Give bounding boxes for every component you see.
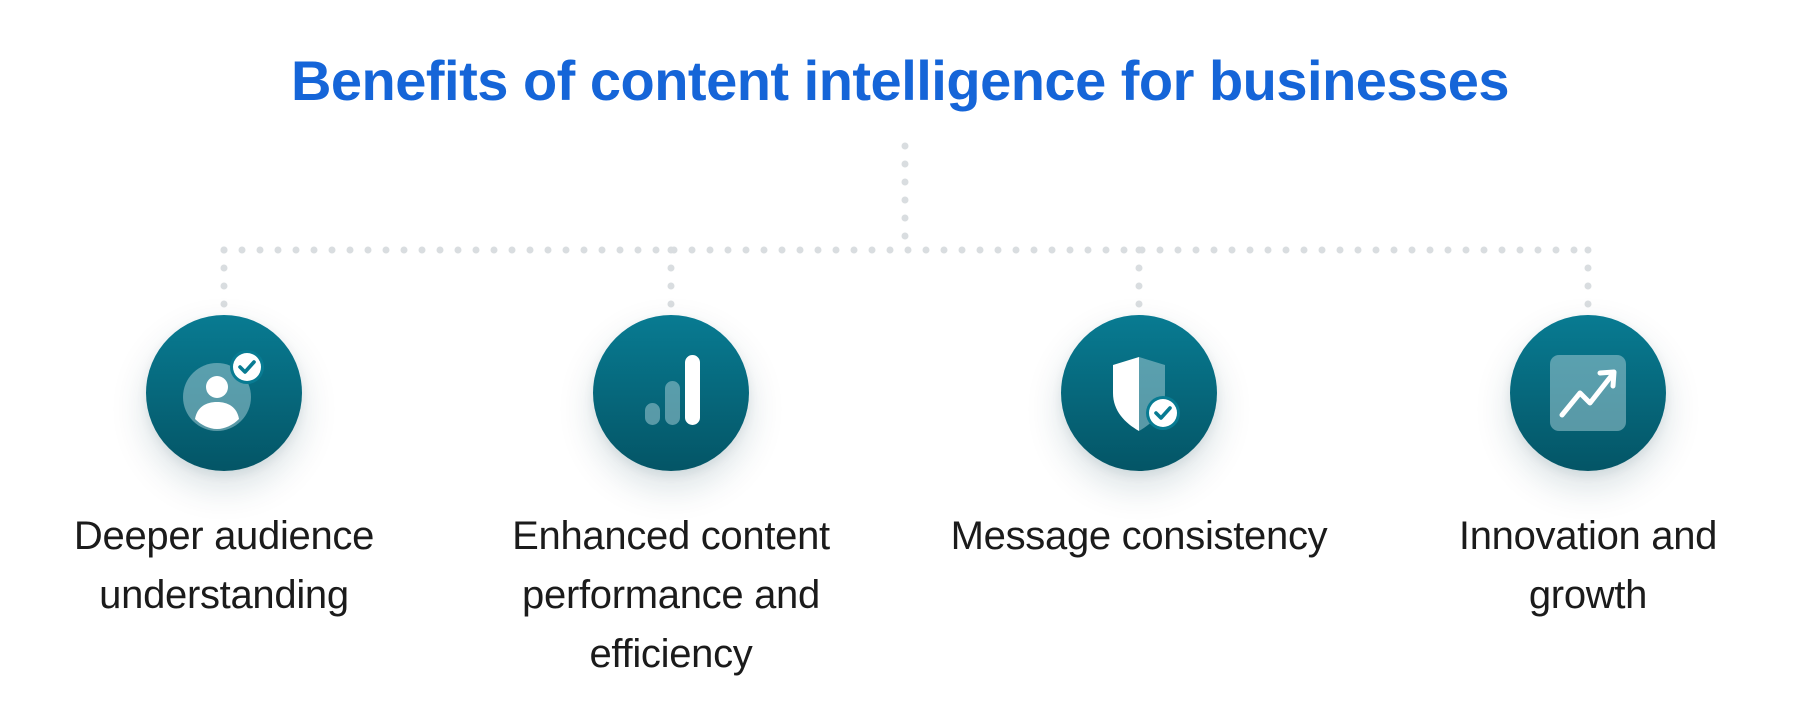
user-check-icon [183, 350, 264, 431]
benefit-label-4: Innovation and growth [1458, 514, 1718, 617]
trend-up-icon [1550, 355, 1626, 431]
shield-check-icon [1113, 357, 1180, 431]
benefit-circle-2 [593, 315, 749, 471]
bar-chart-icon [645, 355, 700, 425]
benefit-circle-1 [146, 315, 302, 471]
benefit-label-3: Message consistency [950, 514, 1328, 558]
page-title: Benefits of content intelligence for bus… [290, 49, 1510, 112]
benefit-circle-4 [1510, 315, 1666, 471]
benefit-circle-3 [1061, 315, 1217, 471]
benefit-label-2: Enhanced content performance and efficie… [512, 514, 830, 676]
benefit-label-1: Deeper audience understanding [73, 514, 375, 617]
